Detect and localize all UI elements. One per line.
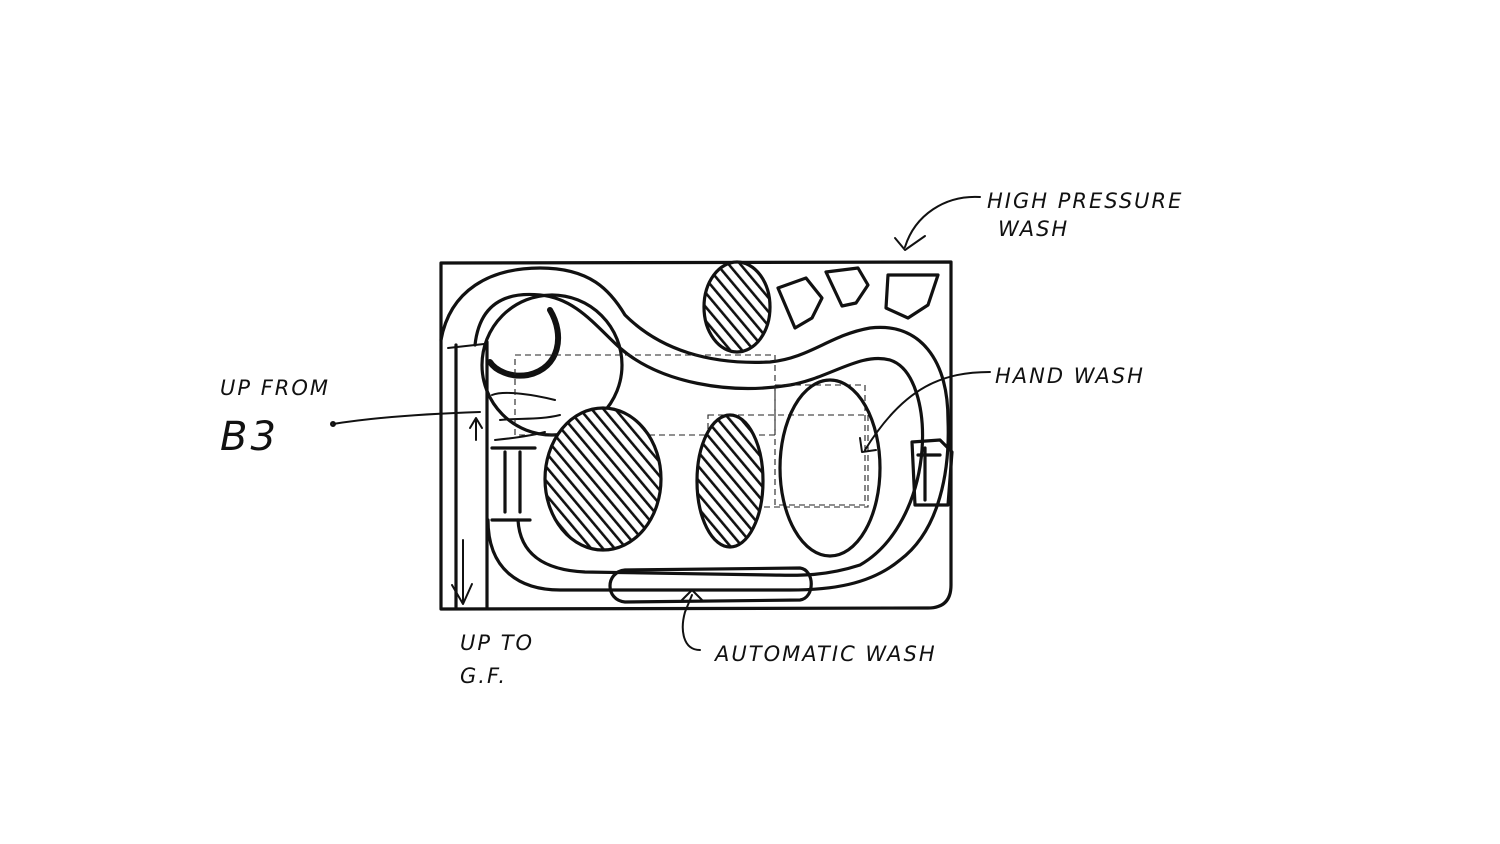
- up-to-label-line1: UP TO: [460, 631, 534, 655]
- planter-top: [702, 260, 772, 354]
- building-outline: [439, 260, 953, 611]
- high-pressure-wash-label-line2: WASH: [998, 217, 1069, 241]
- driving-lane-inner: [473, 292, 925, 577]
- hand-wash-bay: [778, 378, 882, 558]
- ramp-down-arrow: [451, 539, 473, 605]
- up-from-pointer: [332, 411, 481, 425]
- canopy-outline-center: [707, 414, 869, 508]
- high-pressure-wash-label-line1: HIGH PRESSURE: [987, 189, 1183, 213]
- up-to-label-line2: G.F.: [460, 664, 507, 688]
- driving-lane-outer: [439, 266, 950, 592]
- high-pressure-wash-pointer: [894, 195, 981, 251]
- ramp-spiral-curve: [487, 307, 561, 379]
- automatic-wash-tunnel: [608, 566, 813, 604]
- side-bay: [910, 438, 954, 507]
- ramp-up-arrow: [469, 417, 483, 441]
- up-from-label-line1: UP FROM: [220, 376, 330, 400]
- hand-wash-pointer: [859, 371, 991, 453]
- automatic-wash-label: AUTOMATIC WASH: [713, 642, 937, 666]
- hand-wash-label: HAND WASH: [995, 364, 1145, 388]
- planter-large: [543, 406, 663, 552]
- high-pressure-wash-bays: [776, 266, 940, 330]
- automatic-wash-pointer: [681, 589, 703, 651]
- up-from-label-line2: B3: [220, 414, 279, 460]
- ramp: [447, 340, 489, 609]
- planter-middle: [695, 413, 765, 549]
- canopy-outline-right: [774, 384, 866, 506]
